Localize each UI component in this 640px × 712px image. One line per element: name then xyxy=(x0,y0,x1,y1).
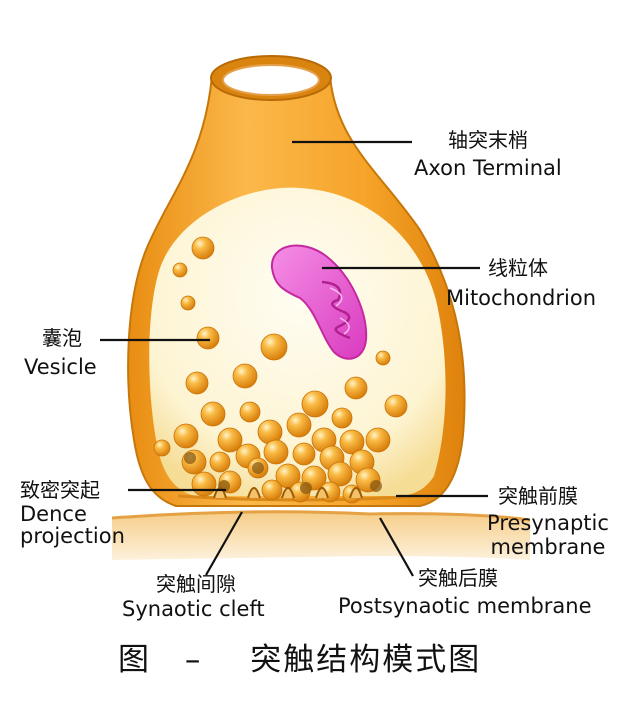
caption-prefix: 图 xyxy=(118,642,151,678)
vesicle xyxy=(339,429,365,455)
vesicle xyxy=(301,390,329,418)
mitochondrion xyxy=(270,244,368,360)
vesicle xyxy=(185,371,209,395)
leader-lines xyxy=(100,140,488,577)
vesicle xyxy=(191,236,215,260)
fusing-vesicle-core xyxy=(300,482,312,494)
leader-cleft xyxy=(205,511,243,576)
vesicle xyxy=(200,401,226,427)
vesicle xyxy=(327,461,353,487)
label-axon-en: Axon Terminal xyxy=(414,156,562,180)
vesicle xyxy=(191,471,217,497)
vesicle-cluster xyxy=(153,236,408,504)
vesicle xyxy=(153,439,171,457)
label-cleft-cn: 突触间隙 xyxy=(156,572,236,596)
vesicle xyxy=(384,394,408,418)
label-cleft-en: Synaotic cleft xyxy=(122,597,265,621)
caption-title: 突触结构模式图 xyxy=(250,642,482,678)
label-vesicle-en: Vesicle xyxy=(24,355,97,379)
fusing-vesicle-core xyxy=(252,462,264,474)
fusing-vesicle-core xyxy=(184,452,196,464)
label-axon-cn: 轴突末梢 xyxy=(448,128,528,152)
label-mito-cn: 线粒体 xyxy=(488,256,548,280)
label-dense-cn: 致密突起 xyxy=(20,478,100,502)
label-dense-en-1: Dence xyxy=(20,502,87,526)
label-post-cn: 突触后膜 xyxy=(418,566,498,590)
vesicle xyxy=(180,295,196,311)
leader-post xyxy=(379,517,414,577)
label-pre-en-2: membrane xyxy=(490,535,606,559)
vesicle xyxy=(286,412,312,438)
vesicle xyxy=(209,451,231,473)
vesicle xyxy=(375,350,391,366)
label-vesicle-cn: 囊泡 xyxy=(42,326,82,350)
postsynaptic-membrane xyxy=(111,510,531,560)
label-pre-en-1: Presynaptic xyxy=(487,511,609,535)
vesicle xyxy=(331,407,353,429)
figure-caption: 图 – 突触结构模式图 xyxy=(118,640,481,680)
vesicle xyxy=(344,376,368,400)
label-dense-en-2: projection xyxy=(20,524,125,548)
vesicle xyxy=(172,262,188,278)
vesicle xyxy=(196,326,220,350)
vesicle xyxy=(263,439,289,465)
vesicle xyxy=(260,333,288,361)
fusing-vesicle-core xyxy=(370,480,382,492)
caption-dash: – xyxy=(184,642,203,678)
vesicle xyxy=(173,423,199,449)
vesicle xyxy=(365,427,391,453)
vesicle xyxy=(261,479,283,501)
vesicle xyxy=(292,442,316,466)
vesicle xyxy=(239,401,261,423)
label-mito-en: Mitochondrion xyxy=(446,286,597,310)
vesicle xyxy=(217,427,243,453)
label-pre-cn: 突触前膜 xyxy=(498,484,578,508)
vesicle xyxy=(232,363,258,389)
label-post-en: Postsynaotic membrane xyxy=(338,594,592,618)
